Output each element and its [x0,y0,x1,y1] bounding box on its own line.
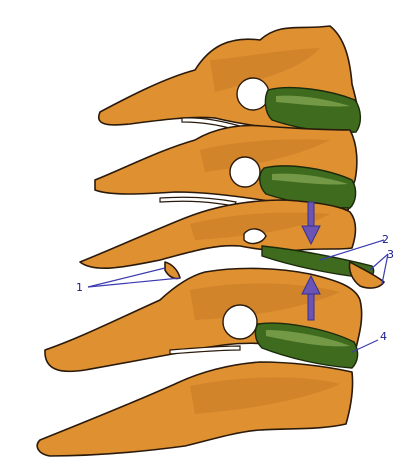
leader-1b [88,278,180,287]
label-2: 2 [382,233,389,246]
label-4: 4 [380,330,387,343]
leader-1a [88,268,165,287]
label-3: 3 [387,248,394,261]
vertebra-5 [37,362,352,456]
label-1: 1 [76,281,83,294]
joint-gap-2 [160,197,236,206]
osteophyte-back [165,262,180,279]
